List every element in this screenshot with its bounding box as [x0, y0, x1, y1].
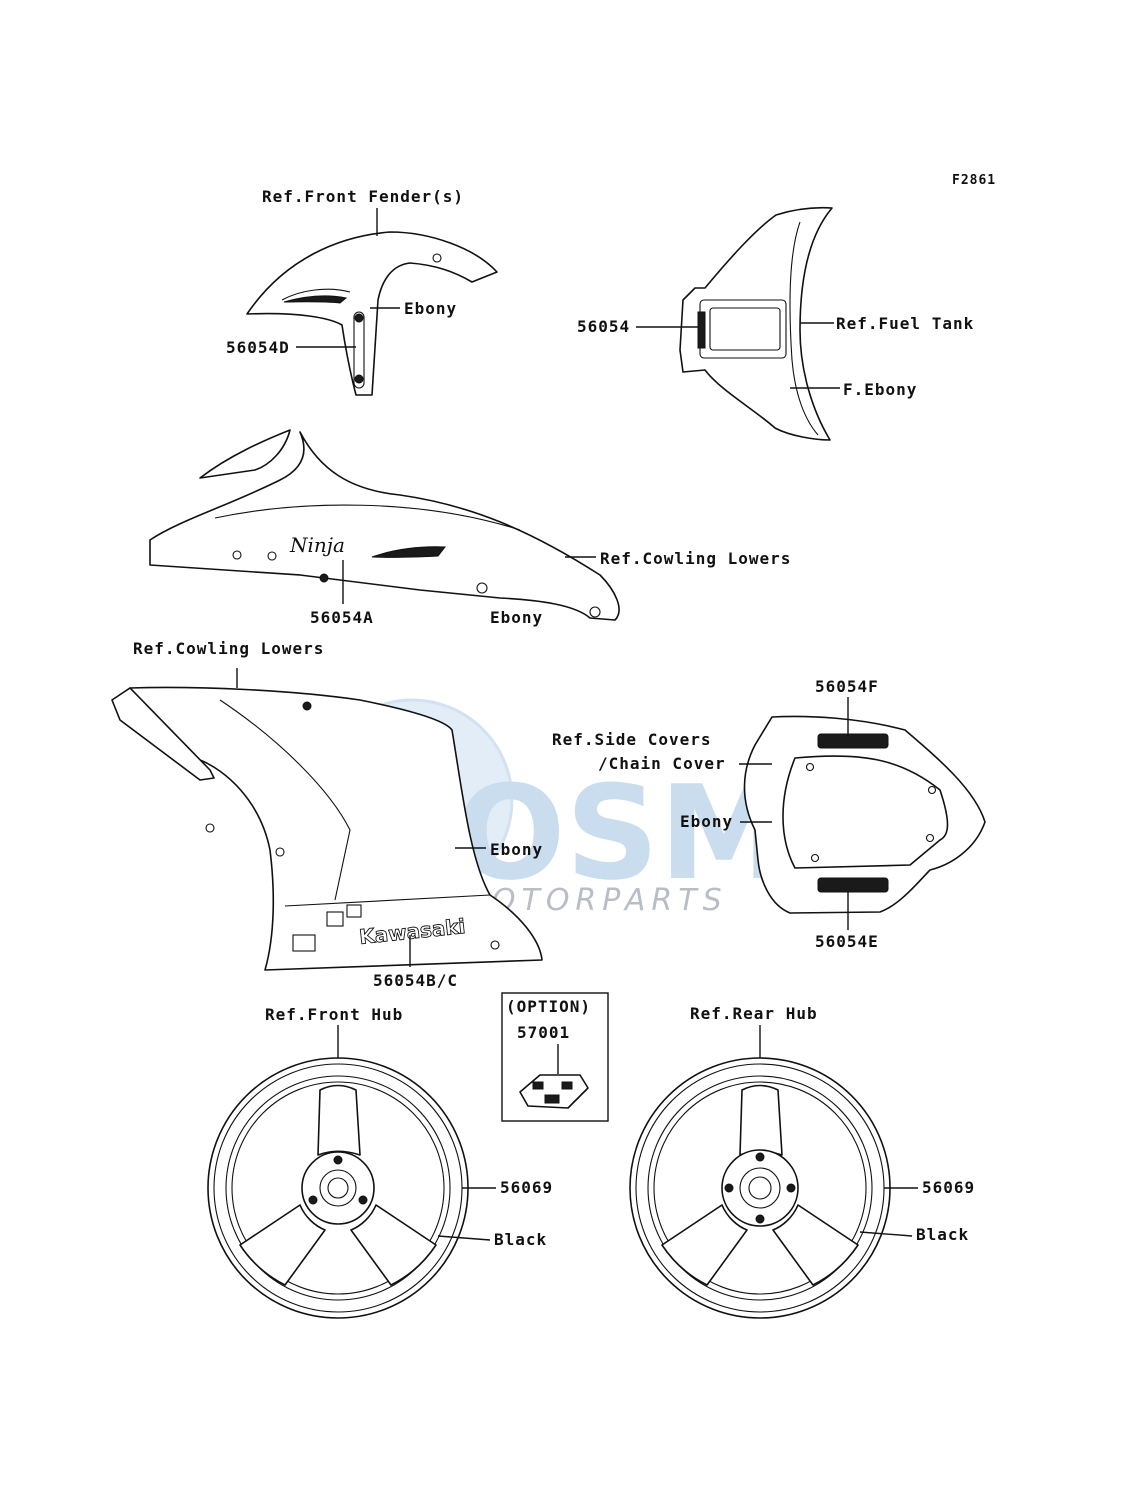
cowling-upper-ref: Ref.Cowling Lowers [600, 549, 791, 568]
front-fender [246, 231, 498, 396]
cowling-upper-color: Ebony [490, 608, 543, 627]
rear-wheel-group: Ref.Rear Hub 56069 Black [629, 1004, 975, 1319]
cowling-lower-group: Kawasaki Ref.Cowling Lowers Ebony 56054B… [111, 639, 543, 990]
cowling-upper-group: Ninja Ref.Cowling Lowers 56054A Ebony [149, 429, 791, 627]
fuel-tank-part-no: 56054 [577, 317, 630, 336]
fuel-tank-ref: Ref.Fuel Tank [836, 314, 974, 333]
front-wheel-ref: Ref.Front Hub [265, 1005, 403, 1024]
front-wheel-group: Ref.Front Hub 56069 Black [207, 1005, 553, 1319]
front-fender-part-no: 56054D [226, 338, 290, 357]
cowling-upper [149, 431, 620, 621]
cowling-lower [129, 686, 543, 971]
fuel-tank [679, 206, 833, 441]
option-label: (OPTION) [506, 997, 591, 1016]
front-wheel-color: Black [494, 1230, 547, 1249]
cowling-lower-part-no: 56054B/C [373, 971, 458, 990]
fuel-tank-color: F.Ebony [843, 380, 917, 399]
rear-wheel-part-no: 56069 [922, 1178, 975, 1197]
side-covers-ref-line2: /Chain Cover [598, 754, 726, 773]
option-part-no: 57001 [517, 1023, 570, 1042]
cowling-upper-part-no: 56054A [310, 608, 374, 627]
cowling-lower-color: Ebony [490, 840, 543, 859]
side-covers-part-top: 56054F [815, 677, 879, 696]
front-fender-color: Ebony [404, 299, 457, 318]
figure-code: F2861 [952, 173, 996, 188]
front-wheel-part-no: 56069 [500, 1178, 553, 1197]
front-fender-group: Ref.Front Fender(s) Ebony 56054D [226, 187, 498, 396]
side-covers-group: 56054F Ref.Side Covers /Chain Cover Ebon… [552, 677, 986, 951]
front-fender-ref: Ref.Front Fender(s) [262, 187, 464, 206]
fuel-tank-group: 56054 Ref.Fuel Tank F.Ebony [577, 206, 974, 441]
side-covers-part-bottom: 56054E [815, 932, 879, 951]
side-covers-ref-line1: Ref.Side Covers [552, 730, 712, 749]
rear-wheel-color: Black [916, 1225, 969, 1244]
ninja-logo: Ninja [289, 533, 345, 557]
option-box: (OPTION) 57001 [501, 992, 609, 1122]
rear-wheel-ref: Ref.Rear Hub [690, 1004, 818, 1023]
watermark-brand: OSM [455, 757, 789, 909]
cowling-lower-ref: Ref.Cowling Lowers [133, 639, 324, 658]
side-covers-color: Ebony [680, 812, 733, 831]
